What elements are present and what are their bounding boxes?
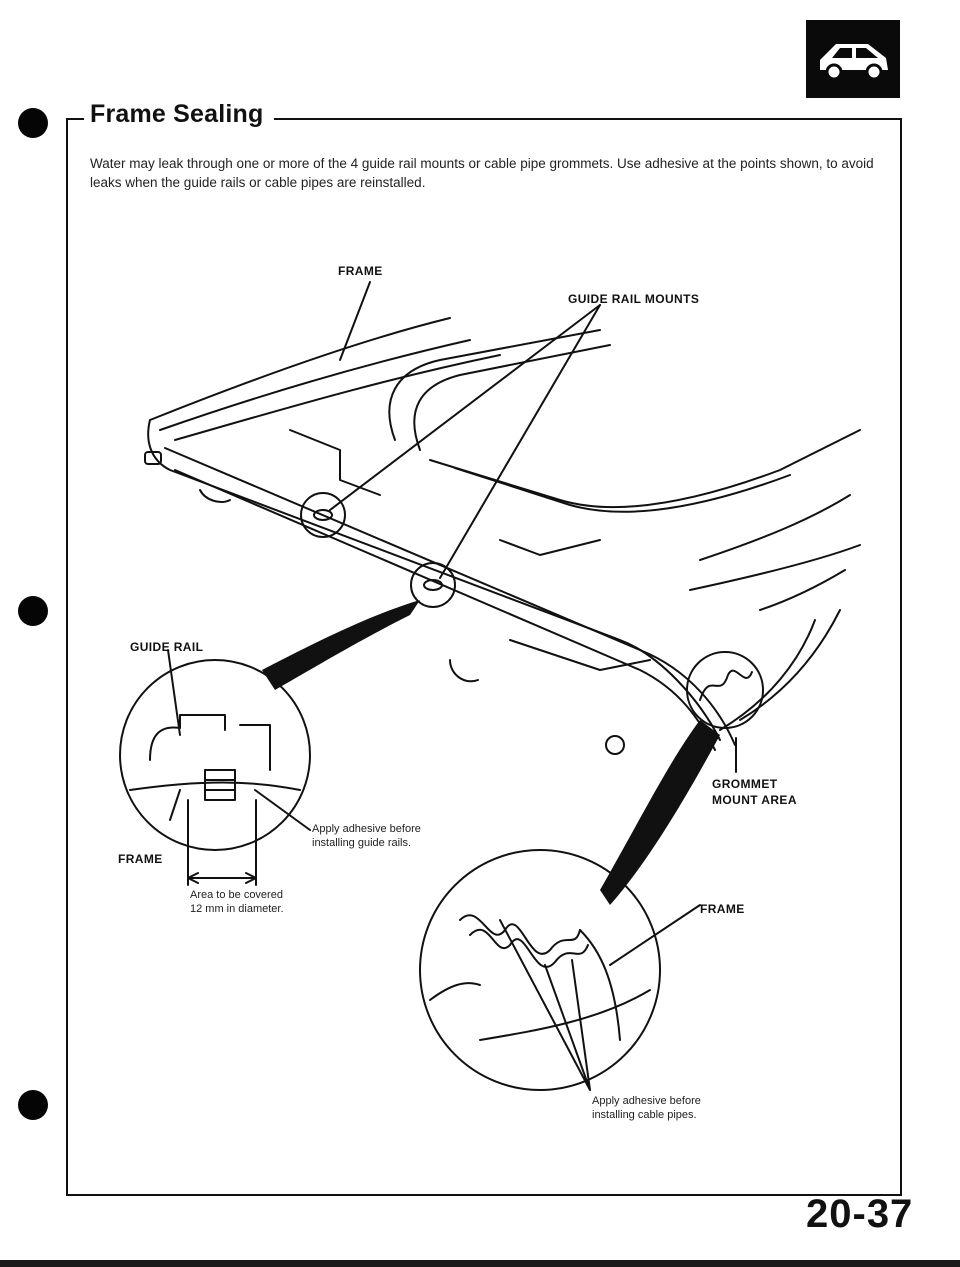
punch-hole (18, 1090, 48, 1120)
section-frame (66, 118, 902, 1196)
callout-grommet-line1: GROMMET (712, 777, 778, 791)
section-intro: Water may leak through one or more of th… (90, 156, 874, 190)
note-adhesive-guide-rails-line1: Apply adhesive before (312, 823, 421, 835)
note-area-covered-line2: 12 mm in diameter. (190, 903, 284, 915)
callout-grommet: GROMMET MOUNT AREA (712, 776, 797, 808)
callout-grommet-line2: MOUNT AREA (712, 793, 797, 807)
note-adhesive-cable-pipes-line2: installing cable pipes. (592, 1109, 697, 1121)
note-adhesive-cable-pipes-line1: Apply adhesive before (592, 1095, 701, 1107)
callout-guide-rail-mounts: GUIDE RAIL MOUNTS (568, 292, 700, 306)
punch-hole (18, 108, 48, 138)
bottom-bar (0, 1260, 960, 1267)
callout-frame-right: FRAME (700, 902, 745, 916)
punch-hole (18, 596, 48, 626)
note-adhesive-cable-pipes: Apply adhesive before installing cable p… (592, 1094, 701, 1122)
note-area-covered-line1: Area to be covered (190, 889, 283, 901)
car-hatchback-icon (806, 20, 900, 98)
note-adhesive-guide-rails: Apply adhesive before installing guide r… (312, 822, 421, 850)
note-area-covered: Area to be covered 12 mm in diameter. (190, 888, 284, 916)
page-number: 20-37 (806, 1192, 914, 1236)
note-adhesive-guide-rails-line2: installing guide rails. (312, 837, 412, 849)
callout-frame-top: FRAME (338, 264, 383, 278)
section-title: Frame Sealing (84, 100, 274, 129)
callout-guide-rail: GUIDE RAIL (130, 640, 204, 654)
callout-frame-left: FRAME (118, 852, 163, 866)
